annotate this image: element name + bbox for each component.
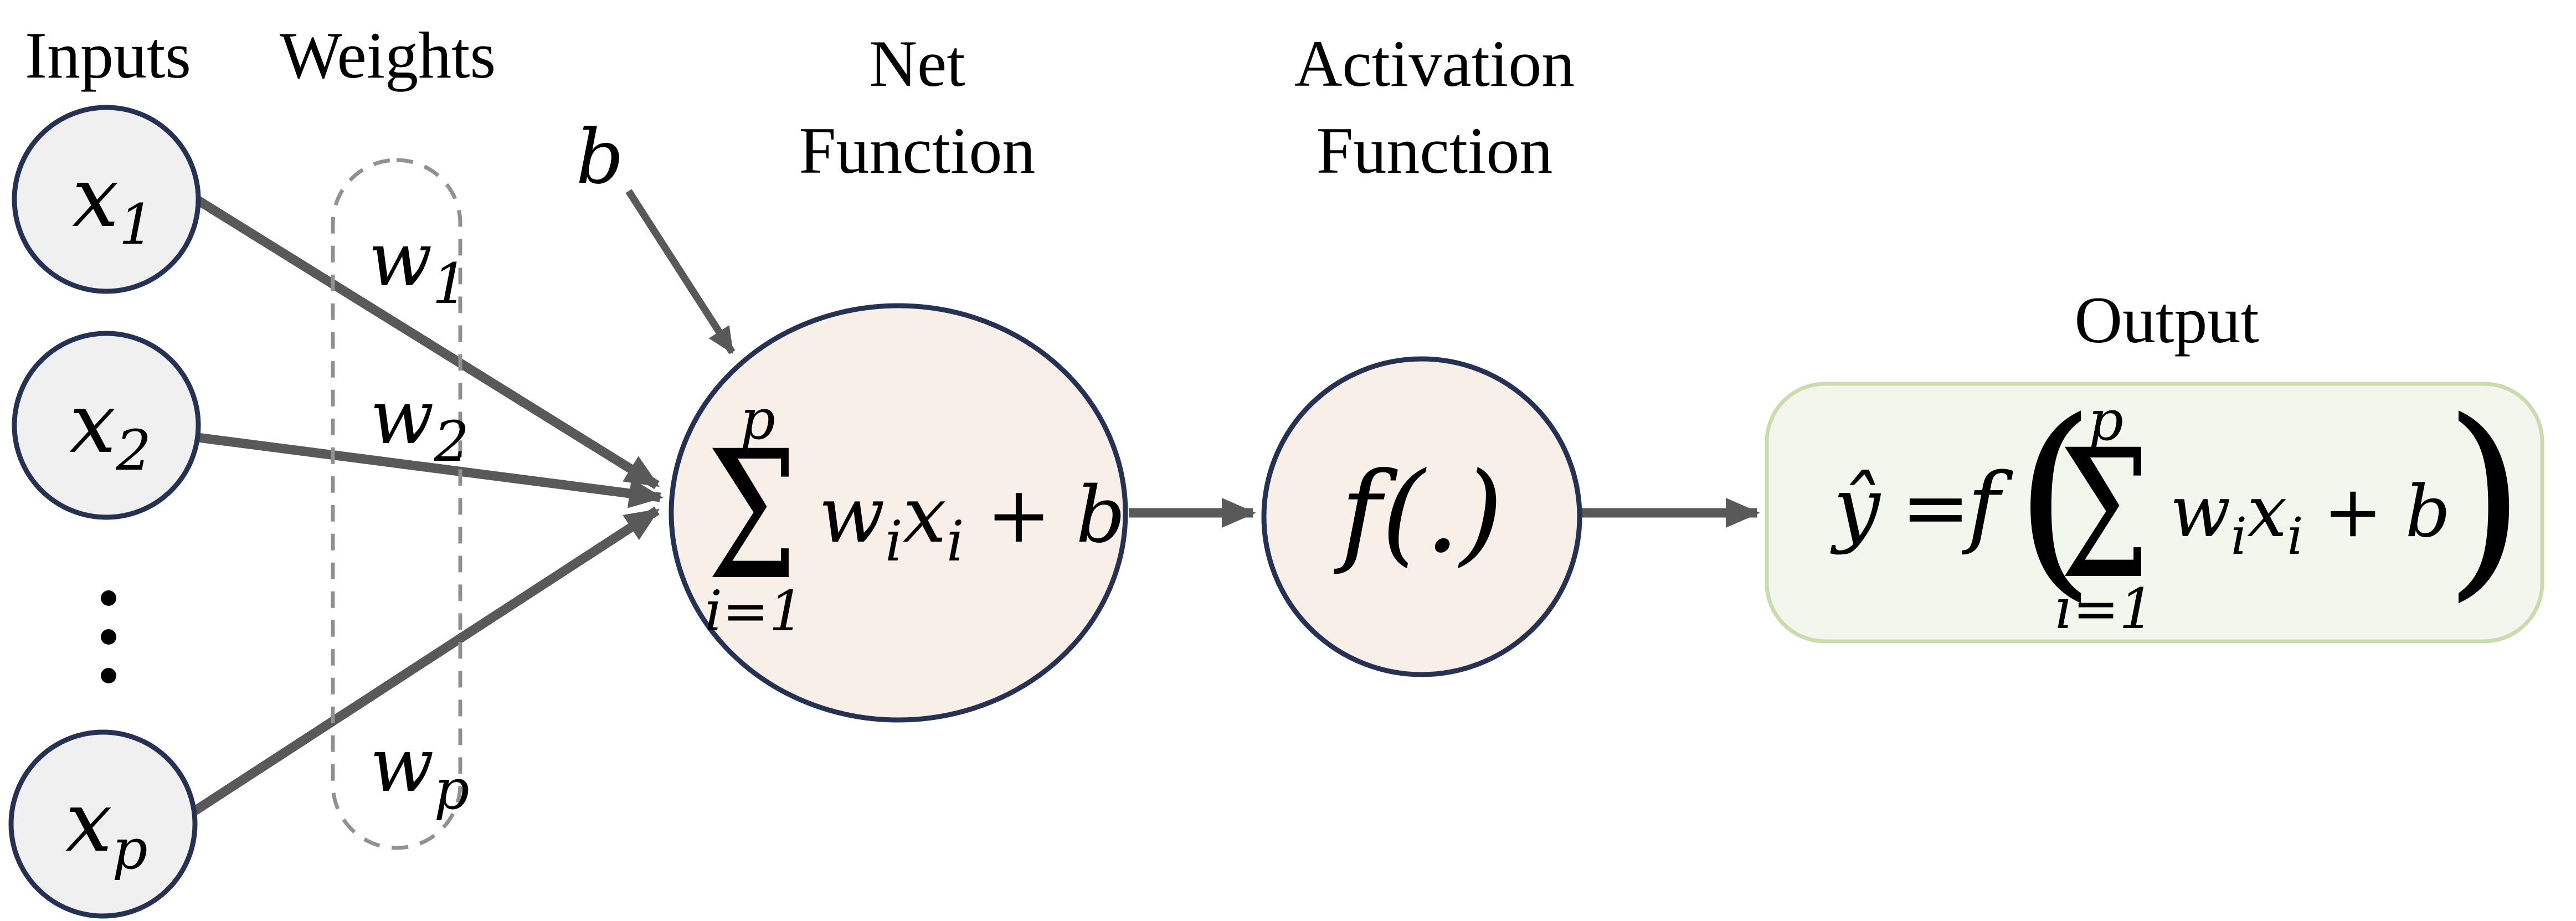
input-label-x1: x1 xyxy=(72,150,154,257)
bias-arrow xyxy=(625,189,736,354)
weights-group: w1 w2 wp xyxy=(331,158,470,850)
output-equals: = xyxy=(1901,460,1971,556)
input-node-x2 xyxy=(12,331,201,520)
activation-neuron: f(.) xyxy=(1261,356,1582,677)
net-sum-lower-limit: i=1 xyxy=(705,579,804,644)
title-output: Output xyxy=(2074,283,2259,357)
net-function-circle xyxy=(669,303,1128,723)
section-titles: Inputs Weights Net Function Activation F… xyxy=(25,18,2259,357)
title-net-function-line1: Net xyxy=(869,27,965,100)
title-activation-line1: Activation xyxy=(1294,27,1575,100)
output-paren-open: ( xyxy=(2014,375,2096,620)
weights-dashed-outline xyxy=(331,158,462,850)
net-function-neuron: p Σ i=1 wixi+ b xyxy=(669,303,1128,723)
input-label-xp: xp xyxy=(65,774,148,882)
title-activation-line2: Function xyxy=(1317,114,1553,187)
input-label-x2: x2 xyxy=(69,375,151,483)
output-box xyxy=(1765,382,2544,644)
connection-xp-to-net xyxy=(192,506,660,815)
output-sum-upper-limit: p xyxy=(2088,388,2123,453)
weight-label-w1: w1 xyxy=(368,216,467,316)
output-group: ŷ = f ( p Σ i=1 wixi+ b ) xyxy=(1765,375,2544,644)
ellipsis-dot xyxy=(101,629,116,645)
title-net-function-line2: Function xyxy=(799,114,1036,187)
output-sum-lower-limit: i=1 xyxy=(2055,577,2154,641)
weight-label-w2: w2 xyxy=(370,374,469,474)
input-node-x1 xyxy=(12,105,201,294)
connection-x1-to-net xyxy=(196,196,660,490)
output-paren-close: ) xyxy=(2444,375,2526,620)
connection-x2-to-net xyxy=(197,433,664,508)
ellipsis-dot xyxy=(101,668,116,683)
output-sigma-symbol: Σ xyxy=(2060,411,2150,618)
inputs-ellipsis xyxy=(101,590,116,683)
bias-label: b xyxy=(576,114,624,200)
weight-label-wp: wp xyxy=(370,722,470,822)
output-sum-body: wixi+ b xyxy=(2170,471,2451,566)
activation-circle xyxy=(1261,356,1582,677)
title-weights: Weights xyxy=(280,18,496,92)
input-node-xp xyxy=(8,729,198,919)
title-inputs: Inputs xyxy=(25,18,191,92)
output-yhat: ŷ xyxy=(1830,460,1881,556)
sigma-symbol: Σ xyxy=(707,413,798,619)
activation-label-f: f(.) xyxy=(1333,449,1503,578)
net-sum-body: wixi+ b xyxy=(819,470,1125,574)
net-sum-upper-limit: p xyxy=(740,387,775,452)
connections xyxy=(192,189,1760,815)
ellipsis-dot xyxy=(101,590,116,606)
inputs-column: x1 x2 xp xyxy=(8,105,201,919)
